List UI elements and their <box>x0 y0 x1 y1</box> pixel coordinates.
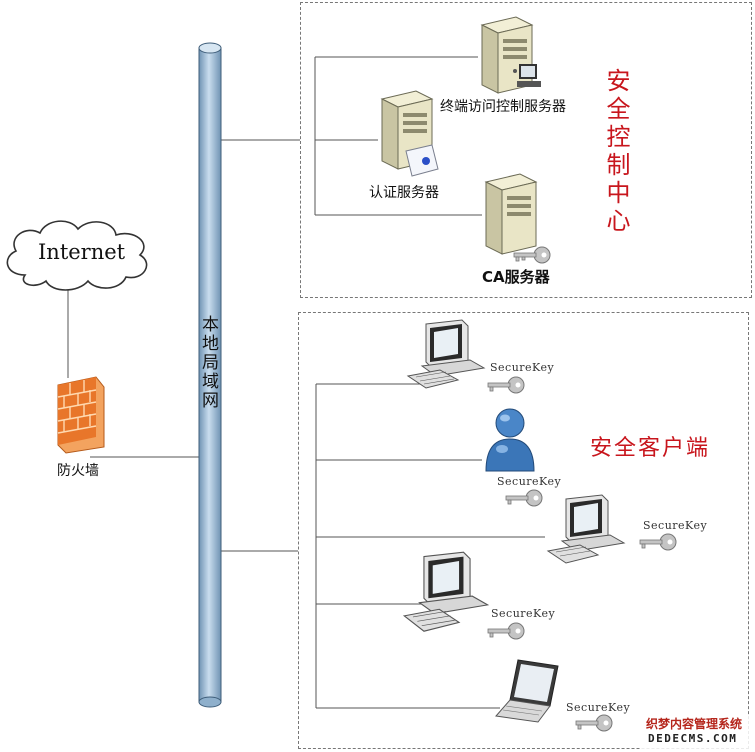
key-icon <box>513 246 551 264</box>
firewall-label: 防火墙 <box>57 463 99 479</box>
key-icon <box>575 714 613 732</box>
securekey-label: SecureKey <box>643 519 708 532</box>
lan-label: 本地局域网 <box>198 315 218 410</box>
certificate-icon <box>405 144 439 177</box>
desktop-computer-icon <box>546 494 626 564</box>
server-icon <box>380 90 434 170</box>
key-icon <box>487 376 525 394</box>
watermark-line1: 织梦内容管理系统 <box>646 717 743 731</box>
securekey-label: SecureKey <box>491 607 556 620</box>
firewall-icon <box>57 376 105 454</box>
client-zone-title: 安全客户端 <box>590 436 711 461</box>
ca-server-label: CA服务器 <box>482 268 550 286</box>
internet-label: Internet <box>38 240 126 264</box>
securekey-label: SecureKey <box>490 361 555 374</box>
key-icon <box>487 622 525 640</box>
lan-pipe <box>198 42 222 708</box>
cloud-icon <box>6 220 148 291</box>
terminal-server-label: 终端访问控制服务器 <box>440 99 566 115</box>
user-icon <box>485 408 535 472</box>
desktop-computer-icon <box>402 551 490 632</box>
securekey-label: SecureKey <box>566 701 631 714</box>
security-center-zone <box>300 2 752 298</box>
securekey-label: SecureKey <box>497 475 562 488</box>
watermark-line2: DEDECMS.COM <box>648 732 738 745</box>
key-icon <box>505 489 543 507</box>
laptop-icon <box>495 659 559 723</box>
server-icon <box>484 173 538 255</box>
desktop-computer-icon <box>517 64 541 87</box>
desktop-computer-icon <box>406 319 486 389</box>
client-zone <box>298 312 749 749</box>
auth-server-label: 认证服务器 <box>369 185 439 201</box>
key-icon <box>639 533 677 551</box>
security-center-title: 安全控制中心 <box>602 68 630 236</box>
watermark: 织梦内容管理系统 DEDECMS.COM <box>640 716 752 749</box>
